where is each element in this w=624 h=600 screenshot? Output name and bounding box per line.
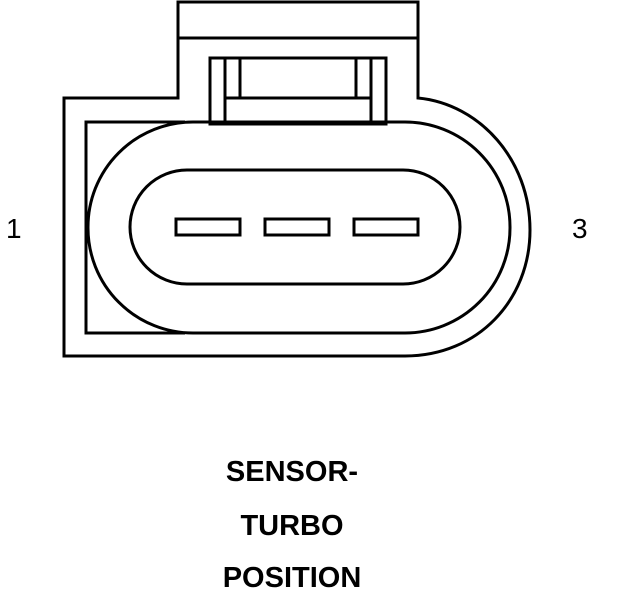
terminal-pin-3 bbox=[352, 217, 420, 237]
connector-inner-backing bbox=[84, 120, 185, 335]
latch-tab-frame bbox=[208, 56, 388, 126]
caption-line-3: POSITION bbox=[222, 562, 362, 594]
connector-body bbox=[86, 120, 512, 335]
terminal-pin-2 bbox=[263, 217, 331, 237]
pin-label-right: 3 bbox=[572, 213, 588, 244]
caption-line-1: SENSOR- bbox=[225, 456, 359, 488]
pin-label-left: 1 bbox=[6, 213, 22, 244]
connector-housing-outline bbox=[62, 0, 532, 358]
caption-line-2: TURBO bbox=[240, 510, 344, 542]
terminal-pin-1 bbox=[174, 217, 242, 237]
terminal-cavity bbox=[128, 168, 462, 286]
